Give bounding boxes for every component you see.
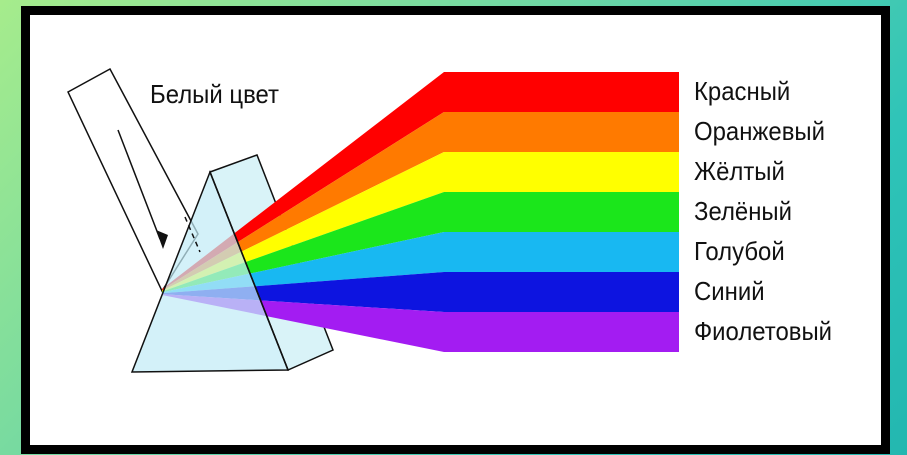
spectrum-label: Красный: [694, 78, 790, 104]
spectrum-label: Голубой: [694, 238, 785, 264]
spectrum-label: Оранжевый: [694, 118, 825, 144]
white-light-label: Белый цвет: [150, 81, 279, 107]
spectrum-label: Жёлтый: [694, 158, 785, 184]
spectrum-label: Фиолетовый: [694, 318, 832, 344]
spectrum-label: Синий: [694, 278, 765, 304]
spectrum-label: Зелёный: [694, 198, 792, 224]
